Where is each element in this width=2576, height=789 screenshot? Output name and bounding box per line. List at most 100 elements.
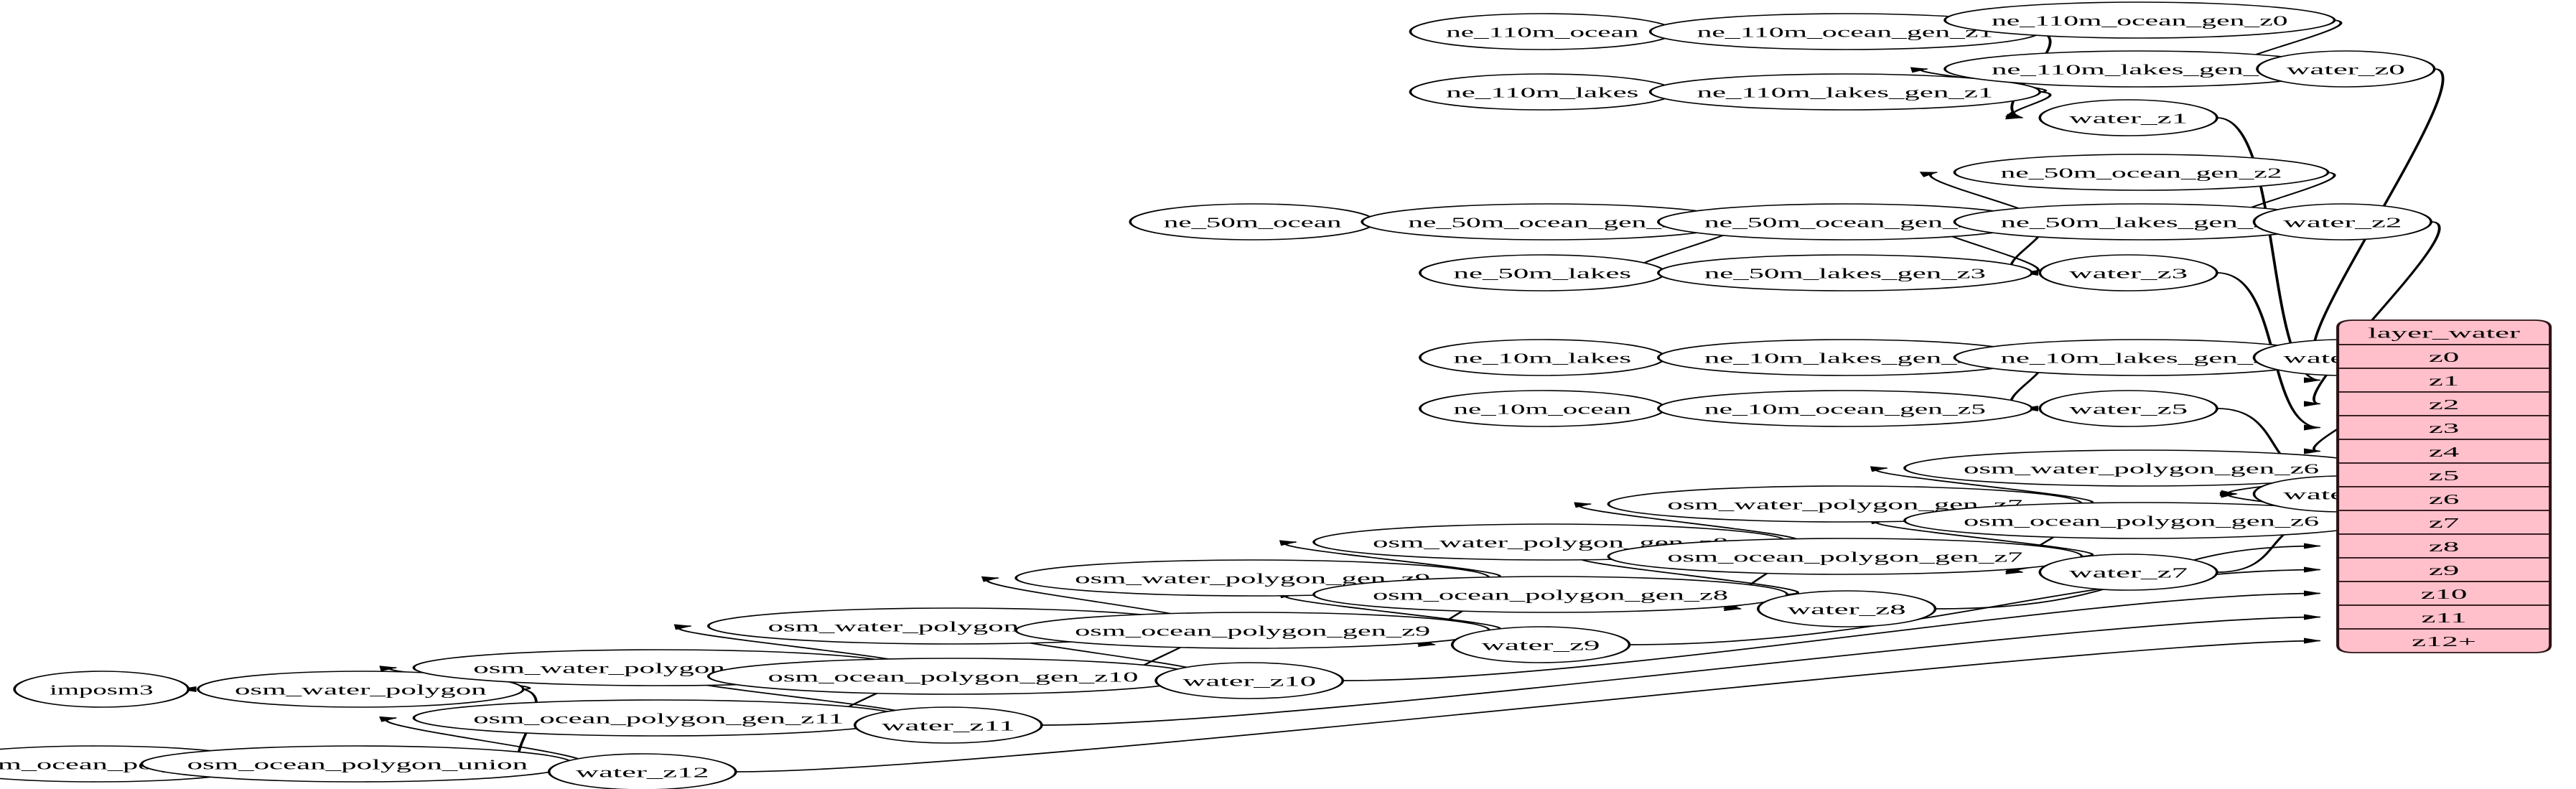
graph-node-ne_10m_ocean_gen_z5[interactable]: ne_10m_ocean_gen_z5 [1656, 390, 2033, 427]
table-row-label: z12+ [2412, 633, 2476, 649]
node-ellipse [13, 671, 190, 708]
graph-node-water_z2[interactable]: water_z2 [2252, 203, 2432, 241]
graph-edge-water_z9--to--layer_water_z9 [1629, 566, 2322, 645]
graph-node-ne_10m_lakes_gen_z4[interactable]: ne_10m_lakes_gen_z4 [1953, 339, 2330, 376]
graph-node-osm_ocean_polygon_gen_z11[interactable]: osm_ocean_polygon_gen_z11 [412, 699, 905, 737]
graph-node-osm_ocean_polygon_gen_z10[interactable]: osm_ocean_polygon_gen_z10 [706, 658, 1200, 695]
graph-node-ne_50m_ocean_gen_z4[interactable]: ne_50m_ocean_gen_z4 [1361, 203, 1737, 241]
node-label: osm_water_polygon_gen_z6 [1964, 461, 2319, 477]
graph-node-ne_10m_lakes_gen_z5[interactable]: ne_10m_lakes_gen_z5 [1656, 339, 2033, 376]
table-row-label: z4 [2429, 444, 2459, 459]
node-label: water_z3 [2069, 266, 2188, 281]
node-label: ne_50m_ocean [1164, 215, 1342, 230]
node-ellipse [1648, 73, 2042, 111]
table-row-label: z2 [2429, 396, 2459, 412]
node-label: ne_110m_ocean_gen_z0 [1992, 13, 2288, 29]
graph-node-ne_50m_lakes[interactable]: ne_50m_lakes [1419, 254, 1666, 291]
table-row-label: z10 [2421, 586, 2468, 602]
node-label: ne_10m_lakes_gen_z5 [1704, 350, 1986, 366]
table-row-label: z1 [2429, 373, 2459, 388]
table-header-label: layer_water [2368, 325, 2520, 341]
node-ellipse [2038, 254, 2218, 291]
graph-node-water_z5[interactable]: water_z5 [2038, 390, 2218, 427]
graph-node-osm_ocean_polygon_gen_z8[interactable]: osm_ocean_polygon_gen_z8 [1312, 576, 1788, 613]
node-ellipse [1943, 1, 2336, 39]
nodes-layer: imposm3osm_water_polygonosm_ocean_polygo… [0, 1, 2436, 789]
graph-node-water_z11[interactable]: water_z11 [853, 706, 1043, 744]
node-label: ne_50m_ocean_gen_z2 [2001, 165, 2282, 181]
graph-node-water_z0[interactable]: water_z0 [2256, 50, 2436, 88]
table-row-label: z9 [2429, 562, 2459, 578]
graph-node-water_z10[interactable]: water_z10 [1154, 662, 1345, 699]
node-ellipse [2038, 554, 2218, 591]
graph-node-imposm3[interactable]: imposm3 [13, 671, 190, 708]
graph-node-ne_110m_ocean_gen_z1[interactable]: ne_110m_ocean_gen_z1 [1648, 13, 2042, 50]
node-label: ne_110m_lakes_gen_z1 [1697, 85, 1994, 101]
node-label: ne_50m_lakes_gen_z2 [2001, 215, 2282, 230]
node-label: water_z9 [1482, 638, 1600, 653]
node-label: water_z11 [882, 718, 1015, 734]
graph-node-ne_50m_ocean[interactable]: ne_50m_ocean [1129, 203, 1376, 241]
graph-node-ne_110m_lakes[interactable]: ne_110m_lakes [1409, 73, 1676, 111]
graph-node-water_z12[interactable]: water_z12 [547, 753, 737, 789]
node-label: imposm3 [50, 682, 153, 698]
node-label: water_z2 [2283, 215, 2402, 230]
graph-node-water_z8[interactable]: water_z8 [1757, 590, 1937, 627]
table-row-label: z5 [2429, 467, 2459, 483]
graph-node-ne_50m_lakes_gen_z3[interactable]: ne_50m_lakes_gen_z3 [1656, 254, 2033, 291]
table-header-cell [2336, 319, 2552, 345]
table-row-label: z7 [2429, 515, 2459, 531]
table-row-z12plus[interactable] [2336, 628, 2552, 653]
graph-node-water_z1[interactable]: water_z1 [2038, 99, 2218, 136]
layer-water-table: layer_waterz0z1z2z3z4z5z6z7z8z9z10z11z12… [2336, 319, 2552, 653]
graph-node-ne_10m_ocean[interactable]: ne_10m_ocean [1419, 390, 1666, 427]
node-label: osm_water_polygon_gen_z9 [1075, 571, 1430, 587]
node-label: water_z8 [1788, 602, 1906, 617]
graph-edge-osm_water_polygon_gen_z7--to--osm_water_polygon_gen_z6 [1870, 466, 2094, 505]
node-ellipse [2038, 390, 2218, 427]
node-ellipse [1450, 626, 1631, 663]
graph-edge-water_z2--to--layer_water_z2 [2303, 221, 2441, 407]
node-label: water_z12 [576, 765, 709, 780]
graph-node-osm_water_polygon[interactable]: osm_water_polygon [197, 671, 525, 708]
node-label: ne_110m_ocean_gen_z1 [1697, 24, 1994, 40]
graph-node-ne_50m_ocean_gen_z3[interactable]: ne_50m_ocean_gen_z3 [1656, 203, 2033, 241]
graph-node-osm_ocean_polygon_gen_z9[interactable]: osm_ocean_polygon_gen_z9 [1014, 612, 1491, 649]
graph-node-osm_water_polygon_gen_z6[interactable]: osm_water_polygon_gen_z6 [1903, 449, 2379, 487]
node-label: water_z7 [2069, 565, 2188, 581]
node-ellipse [1656, 254, 2033, 291]
node-label: ne_10m_ocean_gen_z5 [1704, 401, 1986, 417]
graph-edge-ne_110m_lakes_gen_z1--to--water_z1 [2005, 91, 2052, 120]
graph-node-ne_110m_ocean[interactable]: ne_110m_ocean [1409, 13, 1676, 50]
node-label: water_z5 [2069, 401, 2188, 417]
node-ellipse [1656, 390, 2033, 427]
graph-node-water_z9[interactable]: water_z9 [1450, 626, 1631, 663]
graph-edge-osm_ocean_polygon_gen_z7--to--osm_ocean_polygon_gen_z6 [1870, 518, 2094, 557]
graph-node-ne_50m_ocean_gen_z2[interactable]: ne_50m_ocean_gen_z2 [1953, 154, 2330, 191]
table-row-label: z3 [2429, 420, 2459, 436]
table-row-label: z0 [2429, 349, 2459, 365]
graph-node-ne_10m_lakes[interactable]: ne_10m_lakes [1419, 339, 1666, 376]
graph-edge-osm_ocean_polygon_gen_z9--to--osm_ocean_polygon_gen_z8 [1279, 592, 1501, 631]
graph-node-water_z7[interactable]: water_z7 [2038, 554, 2218, 591]
node-label: ne_110m_ocean [1446, 24, 1638, 40]
graph-node-ne_110m_lakes_gen_z1[interactable]: ne_110m_lakes_gen_z1 [1648, 73, 2042, 111]
graph-node-osm_ocean_polygon_gen_z7[interactable]: osm_ocean_polygon_gen_z7 [1607, 538, 2083, 575]
graph-node-ne_110m_ocean_gen_z0[interactable]: ne_110m_ocean_gen_z0 [1943, 1, 2336, 39]
graph-node-ne_50m_lakes_gen_z2[interactable]: ne_50m_lakes_gen_z2 [1953, 203, 2330, 241]
node-label: ne_110m_lakes_gen_z0 [1992, 62, 2288, 78]
graph-node-osm_ocean_polygon_gen_z6[interactable]: osm_ocean_polygon_gen_z6 [1903, 502, 2379, 539]
node-label: water_z1 [2069, 111, 2188, 126]
node-ellipse [2252, 203, 2432, 241]
node-ellipse [2038, 99, 2218, 136]
graph-edge-water_z12--to--layer_water_z12_ [735, 638, 2322, 772]
table-row-label: z8 [2429, 538, 2459, 554]
graph-node-ne_110m_lakes_gen_z0[interactable]: ne_110m_lakes_gen_z0 [1943, 50, 2336, 88]
node-ellipse [1757, 590, 1937, 627]
graph-edge-water_z11--to--layer_water_z11 [1041, 614, 2322, 726]
graph-node-osm_ocean_polygon_union[interactable]: osm_ocean_polygon_union [140, 745, 575, 783]
node-ellipse [1953, 154, 2330, 191]
graph-node-water_z3[interactable]: water_z3 [2038, 254, 2218, 291]
